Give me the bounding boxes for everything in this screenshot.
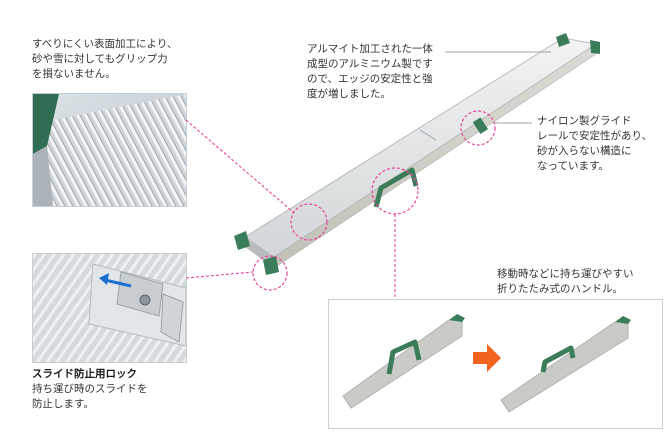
nylon-line: 砂が入らない構造に	[537, 145, 632, 157]
ramp-front-rail	[273, 43, 597, 269]
nylon-line: なっています。	[537, 160, 609, 172]
callout-circle	[290, 203, 328, 241]
end-cap-icon	[590, 40, 600, 54]
nylon-line: レールで安定性があり、	[537, 130, 653, 142]
handle-feature-text: 移動時などに持ち運びやすい 折りたたみ式のハンドル。	[497, 267, 634, 297]
grip-surface-closeup	[32, 93, 187, 207]
callout-circle	[252, 255, 288, 291]
end-cap-icon	[556, 33, 570, 47]
lock-line: 持ち運び時のスライドを	[32, 383, 148, 395]
grip-line: を損ないません。	[32, 68, 116, 80]
grip-line: 砂や雪に対してもグリップ力	[32, 53, 168, 65]
glide-rail-icon	[472, 117, 489, 135]
handle-line: 移動時などに持ち運びやすい	[497, 268, 634, 280]
alumite-line: 成型のアルミニウム製です	[307, 58, 433, 70]
grip-feature-text: すべりにくい表面加工により、 砂や雪に対してもグリップ力 を損ないません。	[32, 37, 177, 82]
handle-line: 折りたたみ式のハンドル。	[497, 283, 623, 295]
lock-line: 防止します。	[32, 398, 94, 410]
handle-folded-icon	[540, 345, 576, 373]
callout-circle	[460, 110, 496, 146]
grip-surface-image	[33, 94, 186, 206]
nylon-line: ナイロン製グライド	[537, 115, 632, 127]
nylon-feature-text: ナイロン製グライド レールで安定性があり、 砂が入らない構造に なっています。	[537, 114, 652, 174]
alumite-line: 度が増しました。	[307, 88, 391, 100]
alumite-line: ので、エッジの安定性と強	[307, 73, 433, 85]
lock-feature-text: スライド防止用ロック 持ち運び時のスライドを 防止します。	[32, 367, 148, 412]
slide-lock-image	[33, 254, 186, 362]
lock-title: スライド防止用ロック	[32, 368, 137, 380]
slide-lock-closeup	[32, 253, 187, 363]
arrow-right-icon	[473, 344, 501, 372]
handle-demo-box	[328, 299, 663, 429]
handle-unfolded-icon	[386, 339, 422, 375]
alumite-feature-text: アルマイト加工された一体 成型のアルミニウム製です ので、エッジの安定性と強 度…	[307, 42, 433, 102]
handle-demo-image	[342, 314, 631, 413]
grip-line: すべりにくい表面加工により、	[32, 38, 178, 50]
end-cap-icon	[263, 256, 279, 275]
ramp-deck	[244, 37, 598, 258]
end-cap-icon	[234, 231, 250, 250]
alumite-line: アルマイト加工された一体	[307, 43, 433, 55]
handle-icon	[373, 167, 419, 208]
